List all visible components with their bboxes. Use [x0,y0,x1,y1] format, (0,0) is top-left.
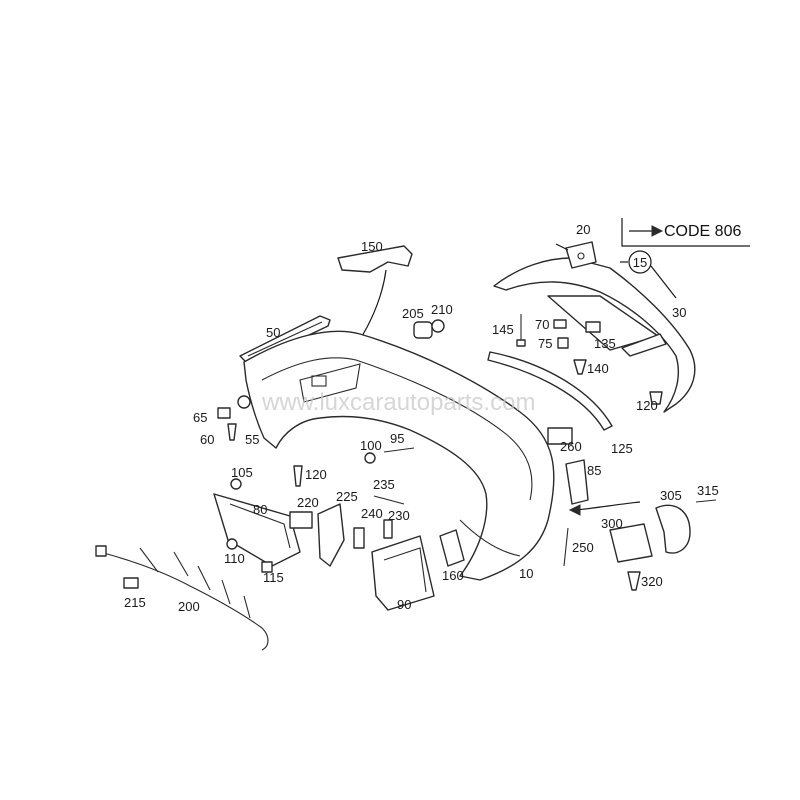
part-205-210-sensor [413,319,445,339]
part-160 [439,529,465,567]
callout-20: 20 [576,222,590,237]
callout-230: 230 [388,508,410,523]
part-20-bracket [555,241,597,269]
code-806-label: CODE 806 [664,223,741,240]
callout-110: 110 [224,551,245,566]
callout-240: 240 [361,506,383,521]
callout-120-right: 120 [636,398,658,413]
part-10-bumper-cover [243,330,555,581]
part-200-harness [95,545,269,651]
callout-235: 235 [373,477,395,492]
callout-210: 210 [431,302,453,317]
callout-225: 225 [336,489,358,504]
callout-305: 305 [660,488,682,503]
callout-150: 150 [361,239,383,254]
callout-250: 250 [572,540,594,555]
fasteners-left [217,395,251,441]
callout-10: 10 [519,566,533,581]
callout-140: 140 [587,361,609,376]
part-215-sensor [123,577,139,589]
callout-70: 70 [535,317,549,332]
callout-125: 125 [611,441,633,456]
callout-145: 145 [492,322,514,337]
code-806-box: CODE 806 [621,218,750,247]
callout-315: 315 [697,483,719,498]
callout-160: 160 [442,568,464,583]
callout-60: 60 [200,432,214,447]
callout-85: 85 [587,463,601,478]
callout-135: 135 [594,336,616,351]
callout-100: 100 [360,438,382,453]
part-90-bracket [371,535,435,611]
callout-15: 15 [633,255,647,270]
callout-300: 300 [601,516,623,531]
callout-220: 220 [297,495,319,510]
part-85-260 [547,427,589,505]
callout-205: 205 [402,306,424,321]
watermark: www.luxcarautoparts.com [261,389,535,416]
callout-15-circle: 15 [620,250,677,299]
callout-115: 115 [263,570,284,585]
callout-75: 75 [538,336,552,351]
part-125-trim-strip [487,351,613,431]
callout-55: 55 [245,432,259,447]
fasteners-mid-left [226,465,303,573]
callout-260: 260 [560,439,582,454]
parts-center-small [289,447,415,567]
callout-200: 200 [178,599,200,614]
callout-215: 215 [124,595,146,610]
callout-95: 95 [390,431,404,446]
part-80-bracket [213,493,301,567]
parts-300-320 [609,499,717,591]
part-250-rod [563,501,641,567]
callout-80: 80 [253,502,267,517]
callout-120-left: 120 [305,467,327,482]
callout-30: 30 [672,305,686,320]
callout-65: 65 [193,410,207,425]
callout-320: 320 [641,574,663,589]
fasteners-upper [516,314,663,405]
callout-90: 90 [397,597,411,612]
callout-50: 50 [266,325,280,340]
callout-105: 105 [231,465,253,480]
